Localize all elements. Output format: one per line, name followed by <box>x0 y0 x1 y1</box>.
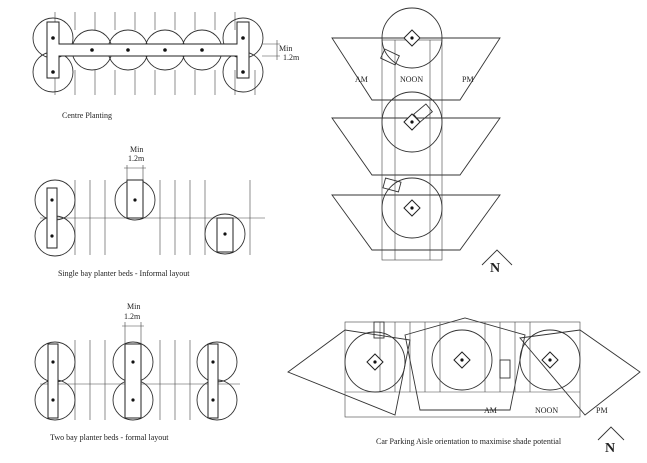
single-stall-lines <box>40 180 265 255</box>
aisle-pm-label: PM <box>596 406 608 415</box>
vertical-tree-beds <box>403 29 421 217</box>
aisle-am-label: AM <box>484 406 497 415</box>
aisle-caption: Car Parking Aisle orientation to maximis… <box>376 437 562 446</box>
single-min-dimension <box>124 165 146 180</box>
single-min-value: 1.2m <box>128 154 145 163</box>
vertical-canopies <box>381 7 443 239</box>
centre-planter-bed <box>46 21 250 79</box>
two-caption: Two bay planter beds - formal layout <box>50 433 169 442</box>
two-edge-bed <box>47 343 59 419</box>
vertical-stalls <box>381 39 443 261</box>
centre-min-dimension <box>262 40 280 60</box>
centre-tree-dots <box>51 36 245 74</box>
centre-min-label: Min <box>279 44 292 53</box>
centre-planting-diagram: Min 1.2m Centre Planting <box>32 12 300 120</box>
aisle-north-label: N <box>605 441 615 456</box>
two-bay-diagram: Min 1.2m Two bay planter beds - formal l… <box>34 302 240 442</box>
vertical-am-label: AM <box>355 75 368 84</box>
vertical-north-arrow: N <box>481 249 513 276</box>
aisle-stalls <box>344 321 581 418</box>
vertical-pm-label: PM <box>462 75 474 84</box>
single-edge-bed <box>46 187 58 249</box>
single-caption: Single bay planter beds - Informal layou… <box>58 269 190 278</box>
aisle-orientation-diagram: AM NOON PM Car Parking Aisle orientation… <box>287 317 641 456</box>
aisle-canopies <box>344 329 581 393</box>
two-min-label: Min <box>127 302 140 311</box>
aisle-noon-label: NOON <box>535 406 558 415</box>
two-min-dimension <box>122 322 144 344</box>
aisle-cars <box>373 321 511 379</box>
vertical-noon-label: NOON <box>400 75 423 84</box>
single-bay-diagram: Min 1.2m Single bay planter beds - Infor… <box>34 145 265 278</box>
vertical-shade-diagram: AM NOON PM N <box>331 7 513 276</box>
aisle-tree-beds <box>366 351 559 371</box>
centre-min-value: 1.2m <box>283 53 300 62</box>
single-min-label: Min <box>130 145 143 154</box>
two-bed-2 <box>207 343 219 419</box>
centre-caption: Centre Planting <box>62 111 112 120</box>
two-bed-1 <box>124 343 142 419</box>
vertical-north-label: N <box>490 261 500 276</box>
vertical-cars <box>380 48 433 193</box>
aisle-north-arrow: N <box>597 426 625 456</box>
two-min-value: 1.2m <box>124 312 141 321</box>
vertical-shade-fans <box>331 37 501 251</box>
